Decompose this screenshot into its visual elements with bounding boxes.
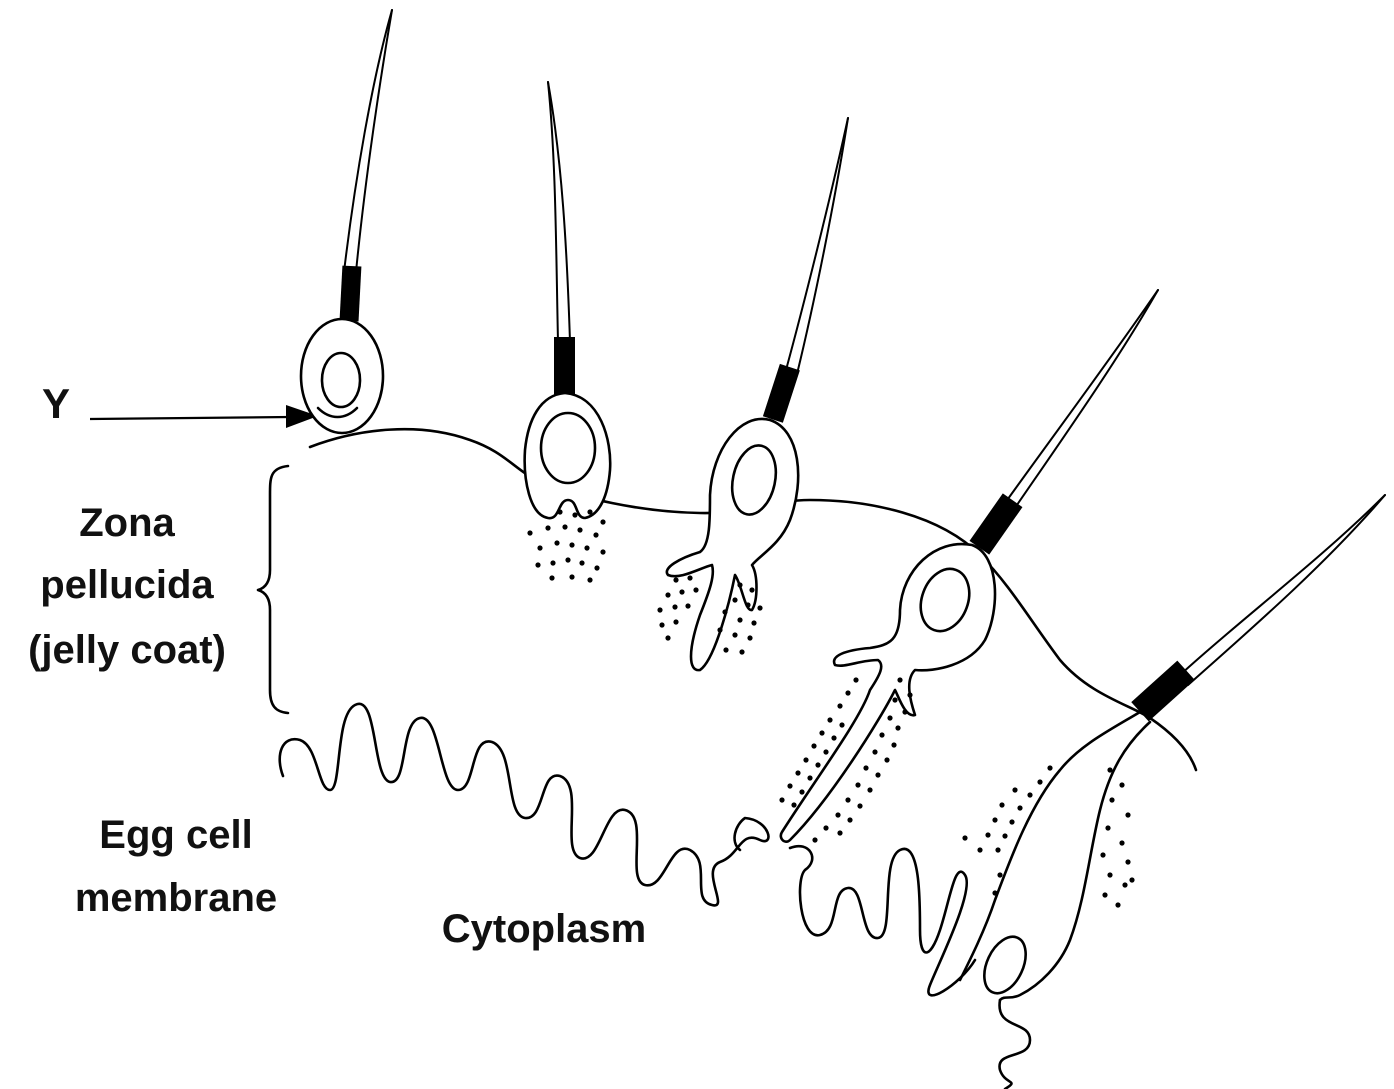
sperm-5-nucleus-loop xyxy=(976,930,1034,1000)
sperm-2 xyxy=(525,82,611,518)
sperm-1-midpiece xyxy=(340,266,362,322)
sperm-1 xyxy=(301,10,392,433)
egg-cell-membrane-line-right xyxy=(790,846,975,995)
sperm-2-nucleus xyxy=(541,413,595,483)
label-zona-line3: (jelly coat) xyxy=(28,628,226,672)
sperm-3-tail xyxy=(786,118,848,370)
y-arrow-line xyxy=(90,417,290,419)
label-egg-line1: Egg cell xyxy=(99,813,252,857)
sperm-4 xyxy=(781,290,1158,842)
sperm-3-head xyxy=(667,419,798,670)
label-zona-line2: pellucida xyxy=(40,563,214,607)
sperm-3 xyxy=(667,118,848,670)
sperm-2-tail xyxy=(548,82,558,342)
sperm-2-midpiece xyxy=(554,337,575,395)
sperm-5-fusion-left xyxy=(960,712,1140,980)
egg-cell-membrane-line xyxy=(280,704,769,906)
label-egg-line2: membrane xyxy=(75,876,277,920)
sperm-1-nucleus xyxy=(322,353,360,407)
label-zona-line1: Zona xyxy=(79,501,175,545)
sperm-4-tail xyxy=(1000,290,1158,510)
sperm-4-midpiece xyxy=(970,493,1023,554)
sperm-4-tail-b xyxy=(1008,290,1158,518)
sperm-3-midpiece xyxy=(763,364,800,423)
sperm-1-tail-b xyxy=(356,10,392,272)
sperm-5-tail xyxy=(1180,495,1385,675)
sperm-2-enzyme-dots xyxy=(527,509,605,582)
sperm-5 xyxy=(960,495,1385,1000)
egg-cell-membrane-tail xyxy=(1000,1000,1030,1089)
zona-brace xyxy=(258,466,288,713)
label-cytoplasm: Cytoplasm xyxy=(442,907,647,951)
label-y: Y xyxy=(42,380,70,427)
